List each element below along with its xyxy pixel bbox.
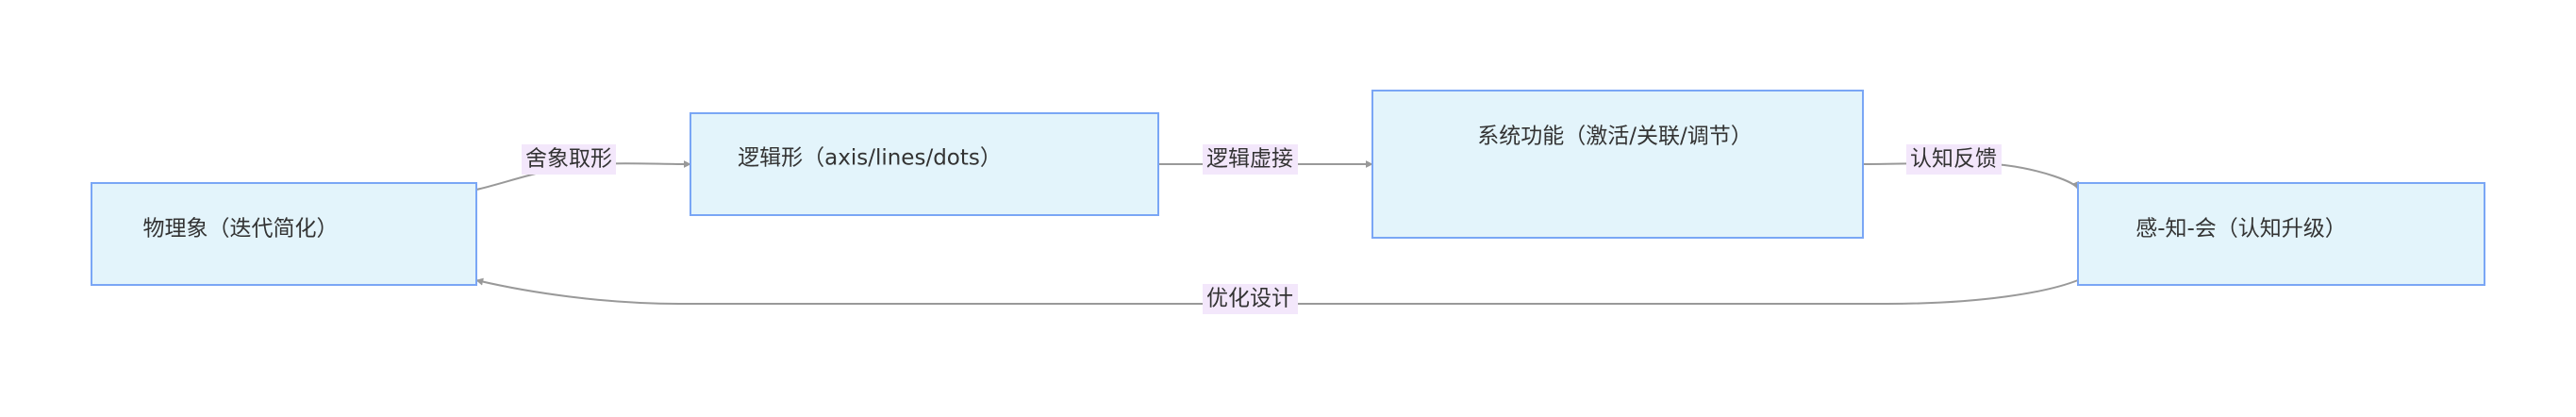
node-box — [1371, 90, 1864, 239]
edge-label: 认知反馈 — [1910, 147, 1997, 172]
node-label: 系统功能（激活/关联/调节） — [1477, 125, 1753, 149]
edge-logical-to-system: 逻辑虚接 — [1158, 144, 1373, 175]
edge-physical-to-logical: 舍象取形 — [475, 144, 691, 191]
node-box — [2077, 182, 2485, 286]
edge-label-background — [522, 144, 616, 175]
node-system: 系统功能（激活/关联/调节） — [1371, 90, 1864, 239]
node-label: 感-知-会（认知升级） — [2136, 217, 2347, 242]
node-physical: 物理象（迭代简化） — [91, 182, 477, 286]
edge-cognition-to-physical: 优化设计 — [475, 277, 2079, 314]
edge-label-background — [1203, 144, 1298, 175]
edge-label: 优化设计 — [1206, 287, 1293, 311]
edge-system-to-cognition: 认知反馈 — [1862, 144, 2079, 190]
node-cognition: 感-知-会（认知升级） — [2077, 182, 2485, 286]
node-box — [91, 182, 477, 286]
node-logical: 逻辑形（axis/lines/dots） — [690, 112, 1159, 216]
edge-label-background — [1203, 284, 1298, 314]
edge-label: 逻辑虚接 — [1206, 147, 1293, 172]
node-label: 物理象（迭代简化） — [143, 217, 339, 242]
edge-label: 舍象取形 — [525, 147, 612, 172]
edge-label-background — [1906, 144, 2002, 175]
node-box — [690, 112, 1159, 216]
node-label: 逻辑形（axis/lines/dots） — [738, 146, 1002, 171]
